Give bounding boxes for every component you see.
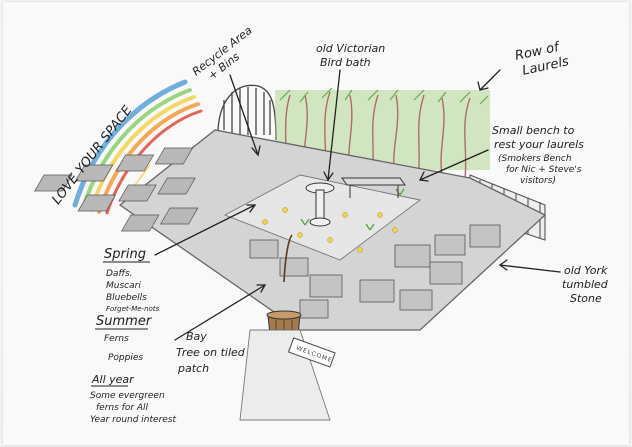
label-york-stone: old York tumbled Stone xyxy=(562,264,609,305)
allyear-item-1: Some evergreen xyxy=(90,391,165,401)
allyear-heading: All year xyxy=(91,373,135,386)
welcome-path: WELCOME xyxy=(239,329,336,421)
bay-line-3: patch xyxy=(177,362,209,375)
york-line-1: old York xyxy=(564,264,608,277)
label-recycle-area: Recycle Area + Bins xyxy=(190,24,255,83)
bench-line-3: (Smokers Bench xyxy=(498,154,572,164)
bay-line-2: Tree on tiled xyxy=(176,346,246,359)
label-bench: Small bench to rest your laurels (Smoker… xyxy=(492,124,584,186)
spring-heading: Spring xyxy=(104,247,146,262)
bench-line-5: visitors) xyxy=(520,176,556,186)
summer-item-2: Poppies xyxy=(108,353,143,363)
label-all-year: All year Some evergreen ferns for All Ye… xyxy=(90,373,177,425)
annotation-arrows xyxy=(154,69,561,341)
bench xyxy=(341,177,406,198)
birdbath xyxy=(305,182,335,227)
birdbath-line-1: old Victorian xyxy=(316,42,385,55)
bench-line-4: for Nic + Steve's xyxy=(506,165,582,175)
spring-item-1: Daffs. xyxy=(106,269,133,279)
summer-item-1: Ferns xyxy=(104,334,129,344)
label-spring: Spring Daffs. Muscari Bluebells Forget-M… xyxy=(103,247,160,313)
love-your-space-text: LOVE YOUR SPACE xyxy=(49,103,136,208)
birdbath-line-2: Bird bath xyxy=(320,56,371,69)
bench-line-1: Small bench to xyxy=(492,124,575,137)
label-laurels: Row of Laurels xyxy=(514,40,571,79)
label-bay-tree: Bay Tree on tiled patch xyxy=(176,330,246,375)
bench-line-2: rest your laurels xyxy=(494,138,584,151)
label-summer: Summer Ferns Poppies xyxy=(95,314,153,363)
york-line-3: Stone xyxy=(570,292,602,305)
recycle-gate xyxy=(217,84,277,141)
allyear-item-2: ferns for All xyxy=(96,403,149,413)
bay-line-1: Bay xyxy=(186,330,207,343)
allyear-item-3: Year round interest xyxy=(90,415,177,425)
laurel-row xyxy=(275,87,490,179)
spring-item-4: Forget-Me-nots xyxy=(106,305,160,313)
rainbow xyxy=(72,79,203,215)
label-love-your-space: LOVE YOUR SPACE xyxy=(49,103,136,208)
spring-item-3: Bluebells xyxy=(106,293,147,303)
summer-heading: Summer xyxy=(96,314,153,329)
spring-item-2: Muscari xyxy=(106,281,141,291)
label-birdbath: old Victorian Bird bath xyxy=(316,42,385,69)
york-line-2: tumbled xyxy=(562,278,609,291)
